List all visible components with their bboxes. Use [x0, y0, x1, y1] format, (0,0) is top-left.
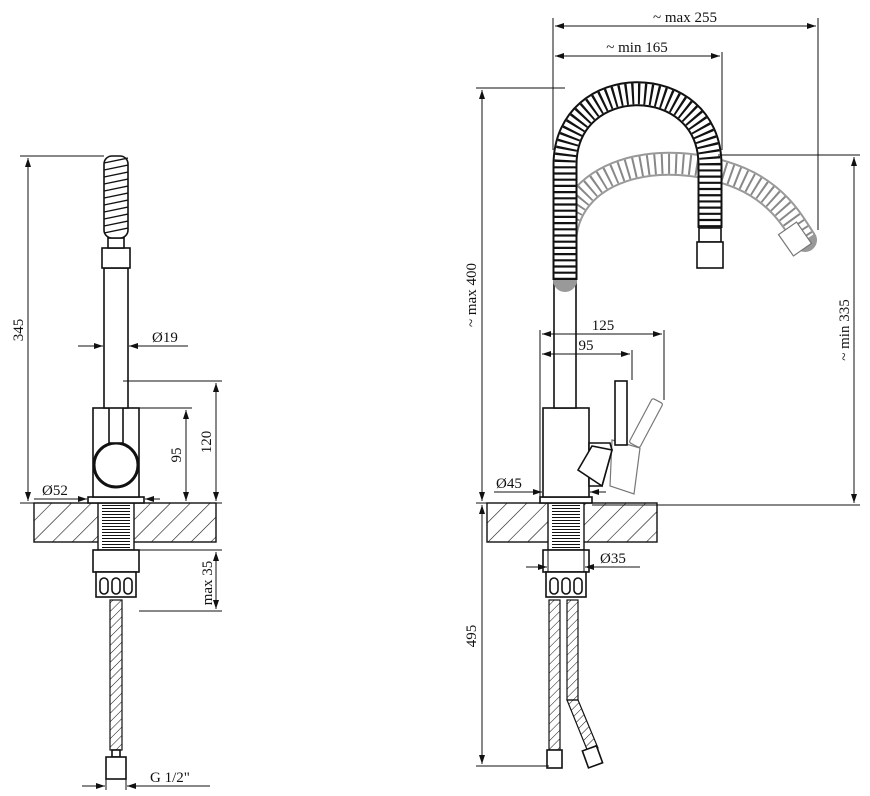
dim-front-mount: max 35	[200, 561, 216, 606]
dim-front-spout: Ø19	[152, 330, 178, 346]
dim-side-hose: 495	[464, 625, 480, 648]
front-view: 345 Ø19 95 120 max 35 Ø52 G 1/2"	[11, 155, 222, 790]
front-nut	[92, 549, 140, 573]
dim-front-thread: G 1/2"	[150, 770, 190, 786]
dim-side-height-min: ~ min 335	[837, 299, 853, 360]
dim-side-reach-max: ~ max 255	[653, 10, 717, 26]
dim-side-height-max: ~ max 400	[464, 263, 480, 327]
side-hose-1	[548, 599, 561, 751]
front-hose	[109, 599, 123, 751]
dim-side-lever-reach: 125	[592, 318, 615, 334]
dim-front-base: Ø52	[42, 483, 68, 499]
side-spout-tube	[553, 279, 577, 409]
side-hose-2	[566, 599, 579, 701]
side-base	[539, 496, 593, 504]
front-lever-ball	[92, 441, 140, 489]
dim-front-height: 345	[11, 319, 27, 342]
dim-side-shank: Ø35	[600, 551, 626, 567]
side-lever	[614, 380, 628, 446]
side-body	[542, 407, 590, 498]
dim-side-body-reach: 95	[579, 338, 594, 354]
front-base	[87, 496, 145, 504]
side-lever-ghost	[609, 439, 641, 495]
side-view: ~ max 255 ~ min 165 ~ max 400 ~ min 335 …	[464, 10, 860, 769]
side-nut	[542, 549, 590, 573]
dim-front-lever: 95	[169, 448, 185, 463]
dim-front-body: 120	[199, 431, 215, 454]
front-hose-fitting	[105, 756, 127, 780]
dim-side-base: Ø45	[496, 476, 522, 492]
side-spout-head	[698, 227, 722, 243]
dim-side-reach-min: ~ min 165	[606, 40, 667, 56]
front-spout-tube	[103, 267, 129, 409]
